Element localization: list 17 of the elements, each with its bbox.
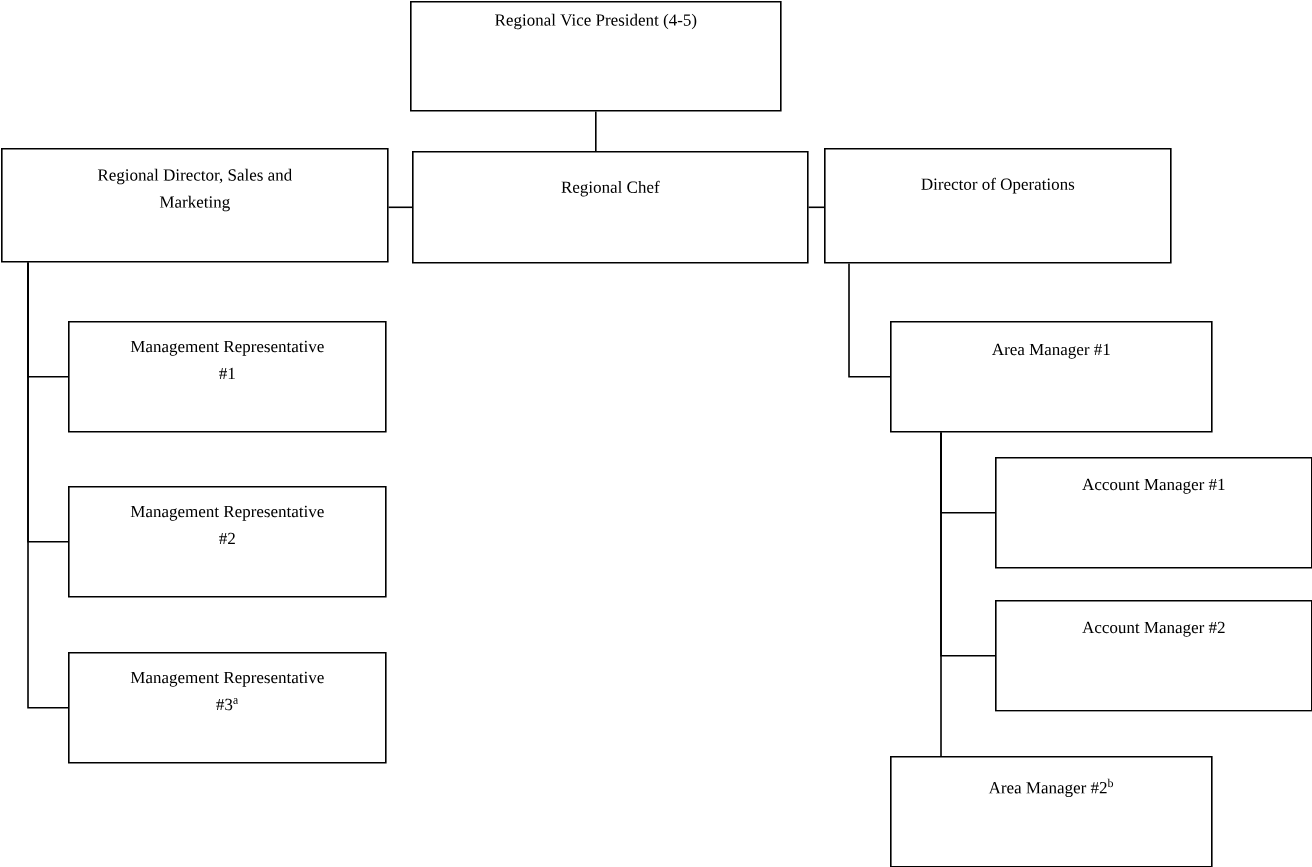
- connector-line: [848, 262, 891, 378]
- position-box: Account Manager #2: [995, 600, 1312, 712]
- connector-line: [595, 110, 597, 152]
- position-box: Regional Vice President (4-5): [410, 1, 782, 112]
- position-box: Area Manager #1: [890, 321, 1213, 433]
- connector-line: [27, 261, 69, 709]
- position-box: Management Representative #3$^{a}$: [68, 652, 387, 764]
- connector-line: [807, 206, 825, 209]
- position-box: Director of Operations: [824, 148, 1172, 264]
- position-box: Regional Chef: [412, 151, 809, 264]
- position-box: Account Manager #1: [995, 457, 1312, 569]
- position-box: Management Representative #1: [68, 321, 387, 433]
- connector-line: [940, 431, 942, 757]
- position-box: Regional Director, Sales and Marketing: [1, 148, 389, 263]
- connector-line: [387, 206, 413, 209]
- position-box: Management Representative #2: [68, 486, 387, 598]
- position-box: Area Manager #2$^{b}$: [890, 756, 1213, 867]
